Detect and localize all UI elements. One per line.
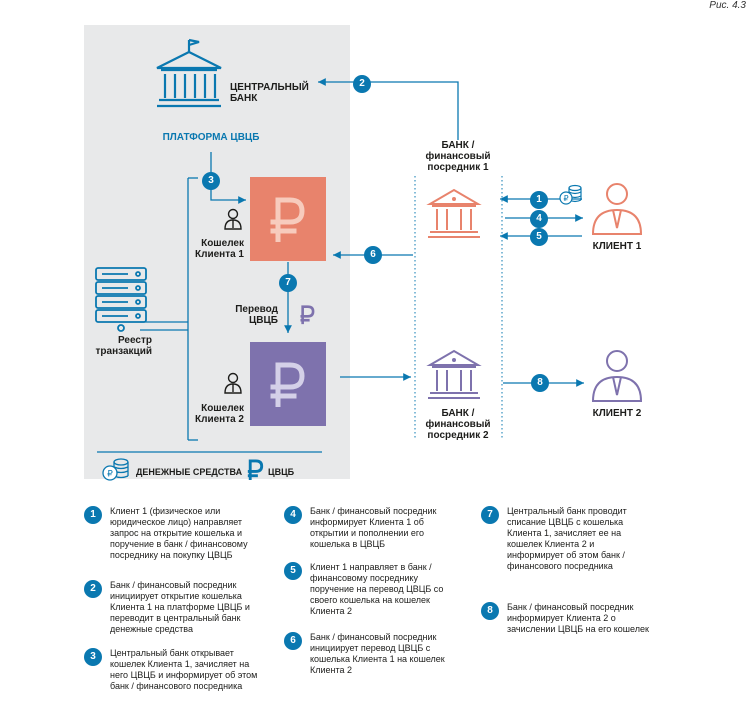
step-8-marker: 8 [531,374,549,392]
svg-text:₽: ₽ [563,194,568,203]
step-legend-6: 6 Банк / финансовый посредник инициирует… [284,632,456,676]
step-text: Банк / финансовый посредник информирует … [507,602,649,634]
step-legend-3: 3 Центральный банк открывает кошелек Кли… [84,648,264,692]
step-legend-8: 8 Банк / финансовый посредник информируе… [481,602,653,635]
client-2-label: КЛИЕНТ 2 [592,408,642,419]
platform-label: ПЛАТФОРМА ЦВЦБ [162,132,260,143]
step-text: Банк / финансовый посредник информирует … [310,506,437,549]
step-number: 6 [284,632,302,650]
step-legend-2: 2 Банк / финансовый посредник инициирует… [84,580,264,635]
step-3-marker: 3 [202,172,220,190]
step-text: Банк / финансовый посредник инициирует о… [110,580,250,634]
ruble-icon [246,459,264,486]
server-icon [94,266,148,337]
bank-1-icon [426,186,482,245]
transfer-label: Перевод ЦВЦБ [235,304,278,326]
wallet-1-label: Кошелек Клиента 1 [194,238,244,260]
step-5-marker: 5 [530,228,548,246]
step-number: 4 [284,506,302,524]
step-6-marker: 6 [364,246,382,264]
bank-2-label: БАНК / финансовый посредник 2 [425,408,491,441]
coins-icon: ₽ [559,184,583,211]
ruble-icon [299,305,315,330]
wallet-client-2 [250,342,326,426]
step-legend-4: 4 Банк / финансовый посредник информируе… [284,506,456,550]
person-icon [224,372,242,399]
person-icon [224,208,242,235]
client-1-icon [589,180,645,241]
step-4-marker: 4 [530,210,548,228]
step-number: 3 [84,648,102,666]
legend-cbdc-label: ЦВЦБ [268,467,295,477]
bank-2-icon [426,347,482,406]
ruble-icon [270,362,305,407]
client-1-label: КЛИЕНТ 1 [592,241,642,252]
step-text: Банк / финансовый посредник инициирует п… [310,632,445,675]
step-text: Центральный банк открывает кошелек Клиен… [110,648,258,691]
step-number: 2 [84,580,102,598]
step-legend-7: 7 Центральный банк проводит списание ЦВЦ… [481,506,653,572]
step-2-marker: 2 [353,75,371,93]
figure-label: Рис. 4.3 [709,0,746,11]
wallet-client-1 [250,177,326,261]
step-1-marker: 1 [530,191,548,209]
svg-text:₽: ₽ [107,470,113,480]
client-2-icon [589,347,645,408]
ruble-icon [270,197,305,242]
step-text: Клиент 1 (физическое или юридическое лиц… [110,506,248,560]
step-legend-5: 5 Клиент 1 направляет в банк / финансово… [284,562,456,617]
wallet-2-label: Кошелек Клиента 2 [194,403,244,425]
bank-1-label: БАНК / финансовый посредник 1 [425,140,491,173]
step-text: Клиент 1 направляет в банк / финансовому… [310,562,444,616]
step-text: Центральный банк проводит списание ЦВЦБ … [507,506,627,571]
registry-label: Реестр транзакций [95,335,152,357]
step-number: 1 [84,506,102,524]
legend-money-label: ДЕНЕЖНЫЕ СРЕДСТВА [136,467,243,477]
step-number: 5 [284,562,302,580]
step-number: 7 [481,506,499,524]
step-7-marker: 7 [279,274,297,292]
central-bank-icon [153,38,225,115]
step-legend-1: 1 Клиент 1 (физическое или юридическое л… [84,506,264,561]
money-icon: ₽ [102,458,130,487]
central-bank-label: ЦЕНТРАЛЬНЫЙ БАНК [230,82,309,104]
step-number: 8 [481,602,499,620]
